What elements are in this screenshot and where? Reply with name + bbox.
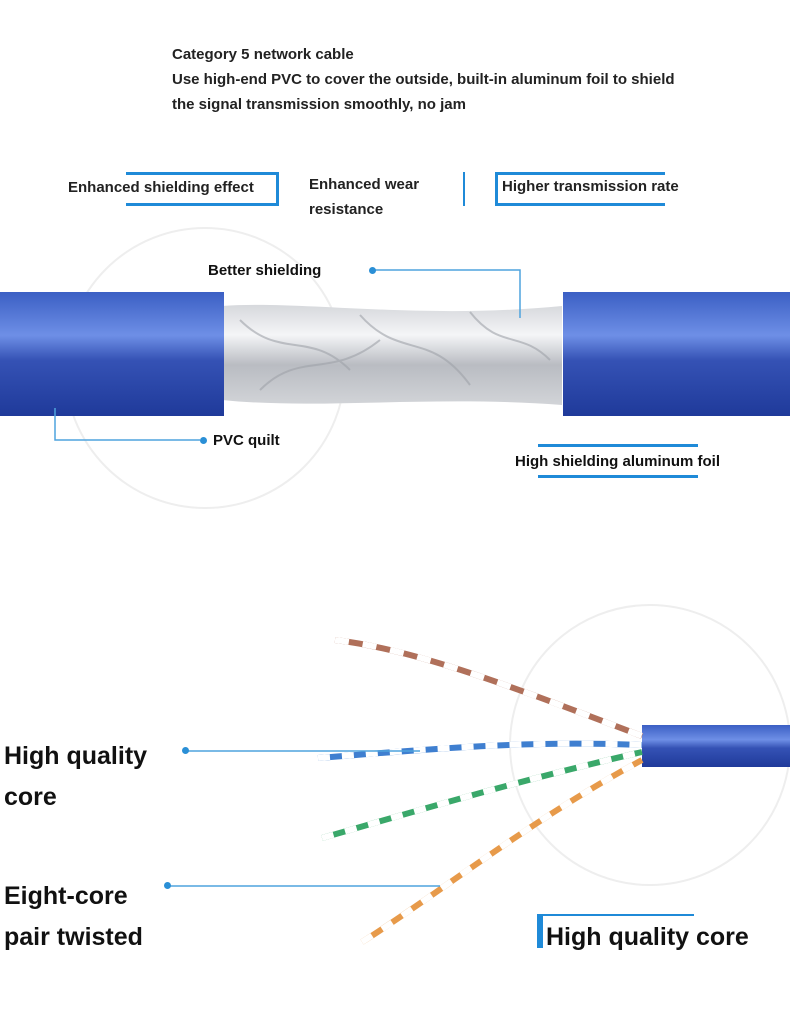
feature-shielding-bar-top [126,172,278,175]
header-title: Category 5 network cable [172,46,354,63]
callout-dot [182,747,189,754]
foil-core [222,304,562,405]
callout-dot [164,882,171,889]
wire-brown [334,637,644,739]
cable-jacket-lower [642,725,790,767]
feature-shielding: Enhanced shielding effect [68,179,254,196]
feature-wear-line-1: Enhanced wear [309,176,420,193]
feature-wear-line-2: resistance [309,201,384,218]
label-bottom-high-quality-core: High quality core [546,923,749,951]
feature-transmission: Higher transmission rate [502,178,679,195]
wire-blue-white [317,740,643,761]
header-line-2: Use high-end PVC to cover the outside, b… [172,71,675,88]
callout-better-shielding: Better shielding [208,262,322,279]
wire-green [321,749,643,841]
wire-brown-white [334,637,644,739]
feature-wear: Enhanced wear resistance [309,172,419,222]
bottom-label-bar-top [537,914,694,916]
header-line-3: the signal transmission smoothly, no jam [172,96,466,113]
feature-transmission-bar-bottom [495,203,665,206]
pvc-quilt-leader [54,408,200,441]
label-eight-core: Eight-core pair twisted [4,876,143,958]
label-high-quality-line-1: High quality [4,742,148,770]
foil-label-bar-bottom [538,475,698,478]
feature-divider [463,172,465,206]
label-high-quality-line-2: core [4,783,57,811]
feature-transmission-bar-side [495,172,498,206]
foil-creases [239,311,551,391]
pvc-jacket-right [563,292,790,416]
label-eight-core-line-2: pair twisted [4,923,143,951]
pvc-jacket-left [0,292,224,416]
bottom-label-bar-side [537,914,543,948]
wire-orange-white [360,757,644,945]
header-text: Category 5 network cable Use high-end PV… [172,42,675,117]
foil-label-bar-top [538,444,698,447]
callout-dot [200,437,207,444]
label-eight-core-line-1: Eight-core [4,882,128,910]
better-shielding-leader [372,269,521,318]
feature-transmission-bar-top [495,172,665,175]
callout-dot [369,267,376,274]
callout-pvc-quilt: PVC quilt [213,432,280,449]
feature-shielding-bar-bottom [126,203,278,206]
feature-shielding-bar-side [276,172,279,206]
label-high-quality: High quality core [4,736,147,818]
callout-aluminum-foil: High shielding aluminum foil [515,453,720,470]
